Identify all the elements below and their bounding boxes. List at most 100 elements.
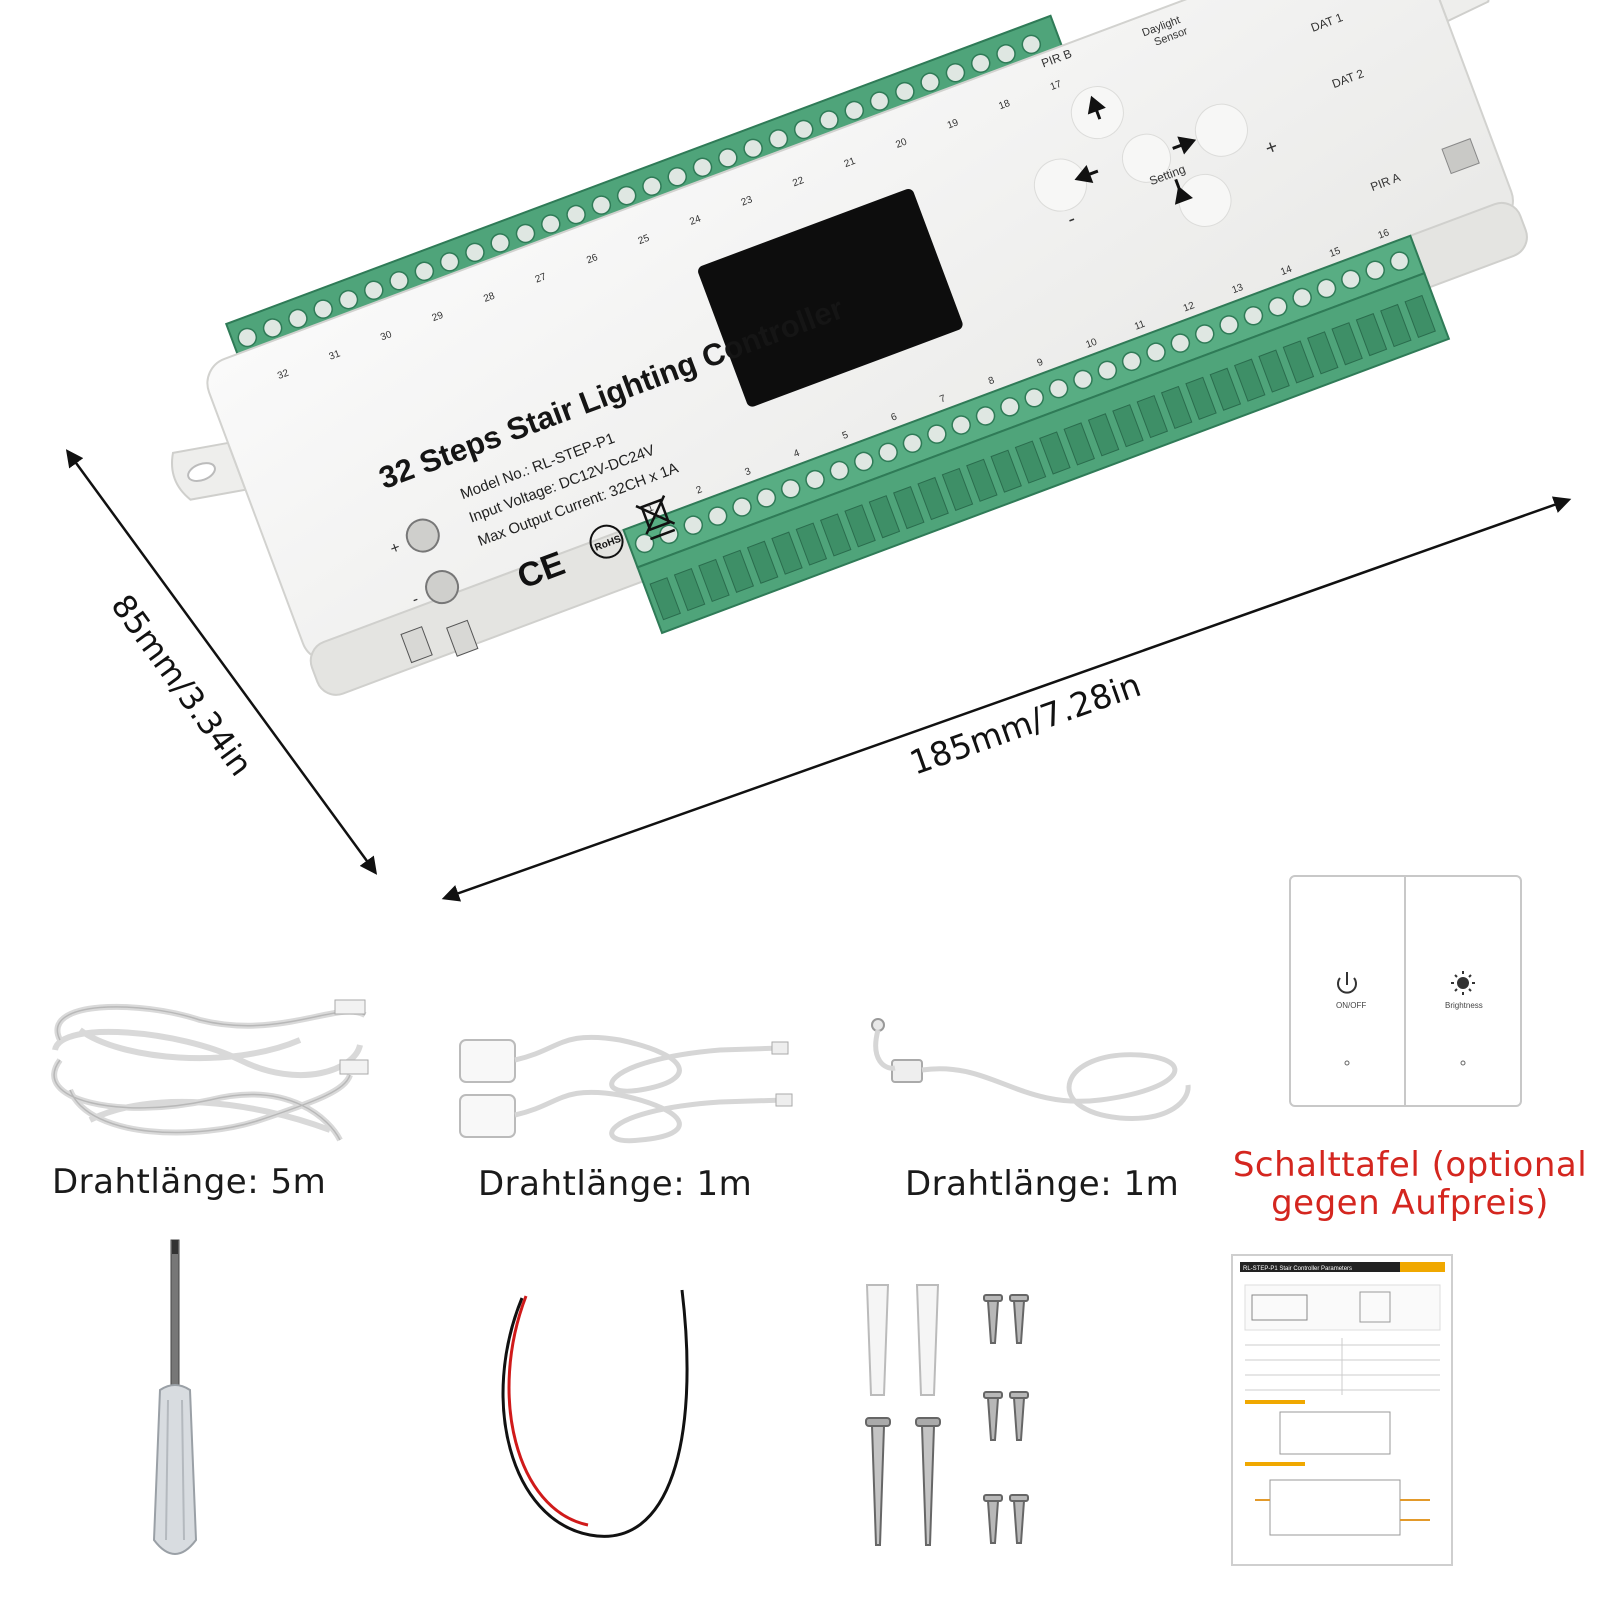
depth-dimension-label: 85mm/3.34in <box>104 587 261 783</box>
left-arrow-icon <box>1074 165 1099 184</box>
channel-label: 18 <box>997 98 1012 112</box>
terminal-screw <box>1024 387 1044 408</box>
channel-label: 24 <box>688 213 703 227</box>
terminal-screw <box>945 62 966 83</box>
terminal-slot <box>1209 367 1242 411</box>
channel-label: 3 <box>743 466 752 478</box>
terminal-screw <box>591 195 612 215</box>
controller: Setting - + 32 Steps Stair Lighting Cont… <box>171 0 1528 696</box>
terminal-screw <box>364 280 384 300</box>
pir-sensor-2 <box>459 1094 516 1138</box>
terminal-slot <box>1039 431 1071 475</box>
channel-label: 21 <box>843 156 858 170</box>
channel-label: 6 <box>890 411 899 423</box>
terminal-slot <box>1355 313 1388 357</box>
power-icon[interactable] <box>1337 972 1357 994</box>
terminal-slot <box>1136 394 1169 439</box>
switch-panel-optional-line1: Schalttafel (optional <box>1232 1145 1588 1185</box>
terminal-screw <box>667 167 687 187</box>
terminal-screw <box>1073 369 1093 390</box>
terminal-screw <box>389 271 409 291</box>
terminal-screw <box>1341 269 1361 290</box>
daylight-sensor <box>871 1018 1191 1121</box>
channel-label: 31 <box>328 348 343 362</box>
terminal-screw <box>439 252 460 272</box>
pir-a-port <box>1441 138 1480 175</box>
terminal-screw <box>1316 278 1337 299</box>
terminal-screw <box>237 327 258 348</box>
channel-label: 13 <box>1231 282 1246 296</box>
channel-label: 30 <box>379 329 394 343</box>
pir-sensor-1 <box>459 1039 516 1083</box>
channel-label: 28 <box>482 290 497 304</box>
terminal-screw <box>1389 251 1410 271</box>
terminal-screw <box>313 299 333 319</box>
terminal-screw <box>1219 315 1239 335</box>
switch-panel: ON/OFF Brightness <box>1289 875 1522 1107</box>
ethernet-cable-outline <box>53 1006 366 1141</box>
down-arrow-icon <box>1174 178 1193 205</box>
switch-panel-optional-line2: gegen Aufpreis) <box>1271 1183 1549 1223</box>
terminal-screw <box>819 110 839 130</box>
terminal-screw <box>1121 351 1142 372</box>
terminal-slot <box>1063 422 1095 466</box>
manual-title: RL-STEP-P1 Stair Controller Parameters <box>1243 1266 1352 1272</box>
terminal-screw <box>1268 296 1288 317</box>
terminal-screw <box>541 214 561 234</box>
channel-label: 20 <box>894 136 909 150</box>
channel-label: 29 <box>431 310 446 324</box>
terminal-screw <box>1021 34 1042 55</box>
terminal-screw <box>718 148 738 168</box>
ethernet-cables <box>51 1003 367 1142</box>
terminal-screw <box>642 176 662 196</box>
channel-label: 25 <box>637 233 652 247</box>
terminal-slot <box>1160 385 1193 430</box>
rj-connector-1 <box>334 999 366 1015</box>
sensor-cable-length-caption: Drahtlänge: 1m <box>478 1164 753 1204</box>
channel-label: 10 <box>1084 336 1099 350</box>
terminal-screw <box>515 223 536 244</box>
channel-label: 16 <box>1377 227 1392 241</box>
depth-dimension-arrow <box>65 449 378 875</box>
terminal-slot <box>1282 340 1315 384</box>
terminal-slot <box>1185 376 1217 420</box>
on-off-label: ON/OFF <box>1336 1001 1366 1010</box>
channel-label: 4 <box>792 448 801 460</box>
power-wire <box>501 1289 689 1538</box>
channel-label: 2 <box>695 484 704 496</box>
terminal-screw <box>793 119 814 140</box>
channel-label: 14 <box>1279 264 1294 278</box>
channel-label: 12 <box>1182 300 1197 314</box>
right-button[interactable] <box>1188 97 1255 164</box>
rj-connector-2 <box>339 1059 369 1075</box>
brightness-label: Brightness <box>1445 1001 1483 1010</box>
channel-label: 23 <box>740 194 755 208</box>
long-screws <box>865 1417 941 1546</box>
brightness-icon[interactable] <box>1451 971 1475 995</box>
daylight-cable-length-caption: Drahtlänge: 1m <box>905 1164 1180 1204</box>
terminal-screw <box>414 261 435 282</box>
length-dimension-arrow <box>441 496 1572 902</box>
terminal-screw <box>1097 360 1118 381</box>
terminal-screw <box>878 442 898 463</box>
terminal-screw <box>616 185 637 206</box>
setting-button[interactable] <box>1116 127 1178 189</box>
terminal-slot <box>990 449 1022 493</box>
short-screws <box>983 1294 1029 1544</box>
terminal-screw <box>1243 306 1264 326</box>
terminal-screw <box>970 53 991 74</box>
channel-label: 7 <box>938 393 947 405</box>
down-button[interactable] <box>1172 167 1239 234</box>
motion-sensors <box>459 1034 793 1144</box>
terminal-screw <box>975 406 996 426</box>
channel-label: 17 <box>1049 79 1064 93</box>
channel-label: 11 <box>1133 319 1147 333</box>
channel-label: 22 <box>791 175 806 189</box>
terminal-screw <box>951 415 971 435</box>
lcd-display <box>698 189 963 407</box>
terminal-screw <box>902 433 923 454</box>
terminal-screw <box>829 460 850 481</box>
terminal-screw <box>743 138 763 159</box>
channel-label: 32 <box>276 368 291 382</box>
terminal-slot <box>1404 294 1436 339</box>
